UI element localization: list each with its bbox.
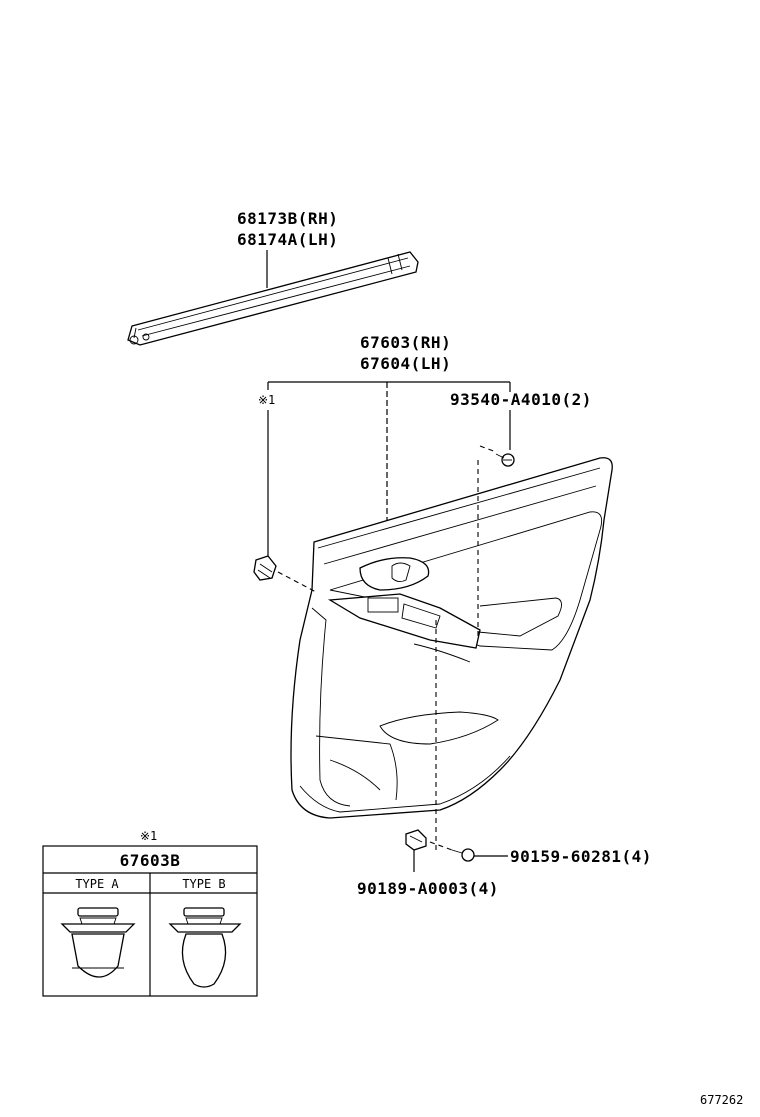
clip-dash-leader [277, 571, 317, 593]
label-67604-lh: 67604(LH) [360, 354, 451, 373]
panel-bracket-leader [267, 381, 511, 558]
screw-top-dash-a [479, 445, 497, 453]
label-67603-rh: 67603(RH) [360, 333, 451, 352]
label-68174a-lh: 68174A(LH) [237, 230, 338, 249]
screw-90159-icon [451, 848, 475, 862]
inset-part-number: 67603B [120, 851, 181, 870]
label-90189-a0003: 90189-A0003(4) [357, 879, 499, 898]
clip-90189-icon [405, 829, 427, 851]
label-93540-a4010: 93540-A4010(2) [450, 390, 592, 409]
screw-bottom-dash [429, 841, 453, 851]
clip-type-a-icon [60, 907, 136, 978]
clip-type-b-icon [168, 907, 242, 988]
inset-ref-mark: ※1 [140, 829, 157, 843]
label-ref-mark: ※1 [258, 393, 275, 407]
screw-93540-icon [495, 453, 515, 467]
label-90159-60281: 90159-60281(4) [510, 847, 652, 866]
inset-type-b: TYPE B [182, 877, 225, 891]
label-68173b-rh: 68173B(RH) [237, 209, 338, 228]
figure-id: 677262 [700, 1093, 743, 1107]
weatherstrip-part [127, 251, 419, 346]
inset-table [42, 845, 258, 997]
door-trim-panel [290, 457, 613, 819]
clip-67603b-icon [253, 555, 277, 581]
inset-type-a: TYPE A [75, 877, 119, 891]
